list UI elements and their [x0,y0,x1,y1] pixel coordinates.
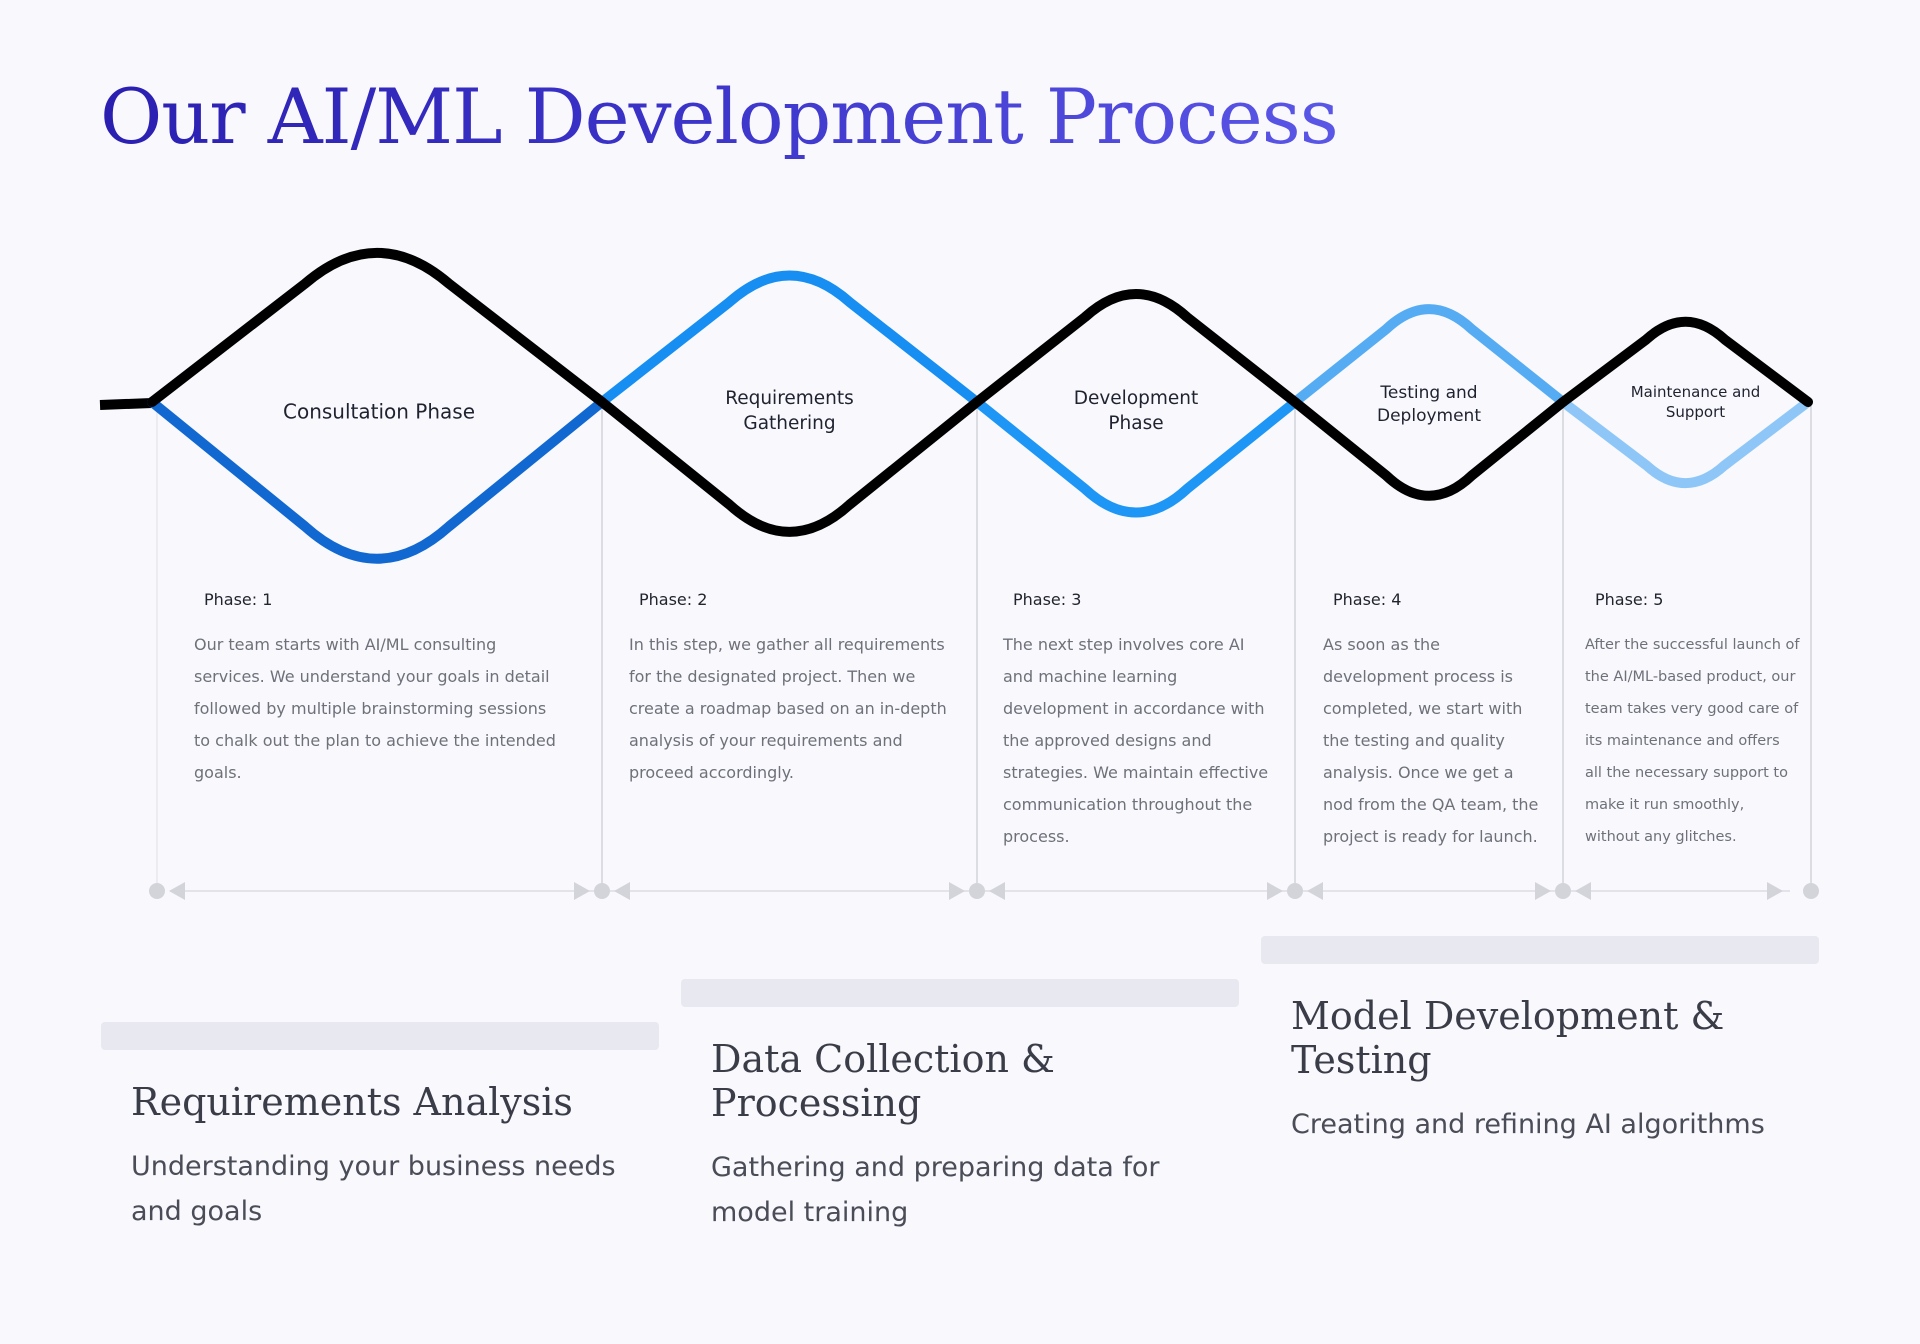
phase-segment-label: Consultation Phase [283,399,475,426]
label-line: Support [1665,403,1726,421]
phase-description: The next step involves core AI and machi… [1003,635,1269,846]
wave-segment-black [1558,316,1813,407]
card-model-development: Model Development & Testing Creating and… [1261,936,1819,1147]
phase-1-column: Phase: 1 Our team starts with AI/ML consu… [194,590,564,789]
phase-number: Phase: 5 [1595,590,1664,609]
label-line: Consultation Phase [282,399,476,424]
card-header-bar [101,1022,659,1050]
arrow-right-icon [1535,882,1551,900]
timeline-dividers [156,406,1812,888]
bottom-timeline [149,882,1819,900]
card-description: Creating and refining AI algorithms [1291,1109,1765,1140]
label-line: Development [1073,388,1199,410]
timeline-dot [149,883,165,899]
wave-segment-black [1290,397,1568,501]
timeline-dot [969,883,985,899]
label-line: Testing and [1380,383,1478,404]
phase-description: In this step, we gather all requirements… [629,635,947,782]
card-description: Understanding your business needs and go… [131,1151,616,1227]
phase-number: Phase: 3 [1013,590,1082,609]
wave-segment-black [597,397,982,537]
phase-3-column: Phase: 3 The next step involves core AI a… [1003,590,1278,853]
arrow-left-icon [1575,882,1591,900]
arrow-left-icon [169,882,185,900]
phase-number: Phase: 1 [204,590,273,609]
timeline-dot [594,883,610,899]
card-title: Requirements Analysis [131,1080,573,1124]
arrow-right-icon [1267,882,1283,900]
wave-segment-blue [1558,397,1813,489]
phase-number: Phase: 2 [639,590,708,609]
arrow-left-icon [1307,882,1323,900]
card-header-bar [1261,936,1819,964]
card-description: Gathering and preparing data for model t… [711,1152,1160,1228]
timeline-dot [1803,883,1819,899]
arrow-left-icon [614,882,630,900]
label-line: Gathering [743,413,836,434]
arrow-right-icon [1767,882,1783,900]
label-line: Requirements [725,388,854,410]
wave-segment-blue [972,397,1300,518]
label-line: Phase [1108,413,1164,434]
phase-4-column: Phase: 4 As soon as the development proce… [1323,590,1548,853]
arrow-right-icon [574,882,590,900]
timeline-dot [1555,883,1571,899]
card-header-bar [681,979,1239,1007]
label-line: Deployment [1377,406,1481,426]
card-title: Data Collection & Processing [711,1037,1055,1125]
page-title: Our AI/ML Development Process [100,72,1339,161]
timeline-dot [1287,883,1303,899]
phase-2-column: Phase: 2 In this step, we gather all requ… [629,590,959,789]
wave-segment-black [972,289,1300,407]
phase-description: As soon as the development process is co… [1323,635,1539,846]
wave-segment-blue [1290,304,1568,407]
label-line: Maintenance and [1630,382,1761,401]
card-title: Model Development & Testing [1291,994,1725,1082]
arrow-right-icon [949,882,965,900]
wave-lead-in [99,398,153,410]
phase-5-column: Phase: 5 After the successful launch of t… [1585,590,1800,853]
phase-description: Our team starts with AI/ML consulting se… [194,635,556,782]
wave-segment-black [147,247,607,407]
wave-segment-blue [597,270,982,407]
phase-description: After the successful launch of the AI/ML… [1585,637,1800,845]
arrow-left-icon [989,882,1005,900]
card-requirements-analysis: Requirements Analysis Understanding your… [101,1022,659,1234]
card-data-collection: Data Collection & Processing Gathering a… [681,979,1239,1235]
phase-number: Phase: 4 [1333,590,1402,609]
wave-segment-blue [147,397,607,564]
process-wave-diagram [99,247,1819,900]
